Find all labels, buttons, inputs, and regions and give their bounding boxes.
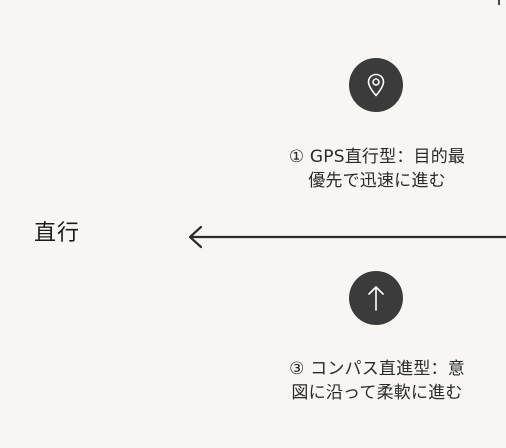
- edge-tick: [498, 0, 500, 5]
- compass-mode-caption: ③ コンパス直進型：意 図に沿って柔軟に進む: [247, 357, 506, 405]
- location-pin-glyph: [367, 73, 385, 97]
- direction-label: 直行: [34, 221, 81, 246]
- gps-mode-caption: ① GPS直行型：目的最 優先で迅速に進む: [247, 145, 506, 193]
- compass-caption-line-2: 図に沿って柔軟に進む: [291, 383, 463, 403]
- up-arrow-glyph: [368, 286, 384, 311]
- gps-caption-line-2: 優先で迅速に進む: [308, 171, 446, 191]
- up-arrow-icon: [349, 271, 403, 325]
- location-pin-icon: [349, 58, 403, 112]
- compass-caption-line-1: ③ コンパス直進型：意: [289, 359, 465, 379]
- left-arrow-icon: [188, 225, 506, 249]
- gps-caption-line-1: ① GPS直行型：目的最: [288, 147, 466, 167]
